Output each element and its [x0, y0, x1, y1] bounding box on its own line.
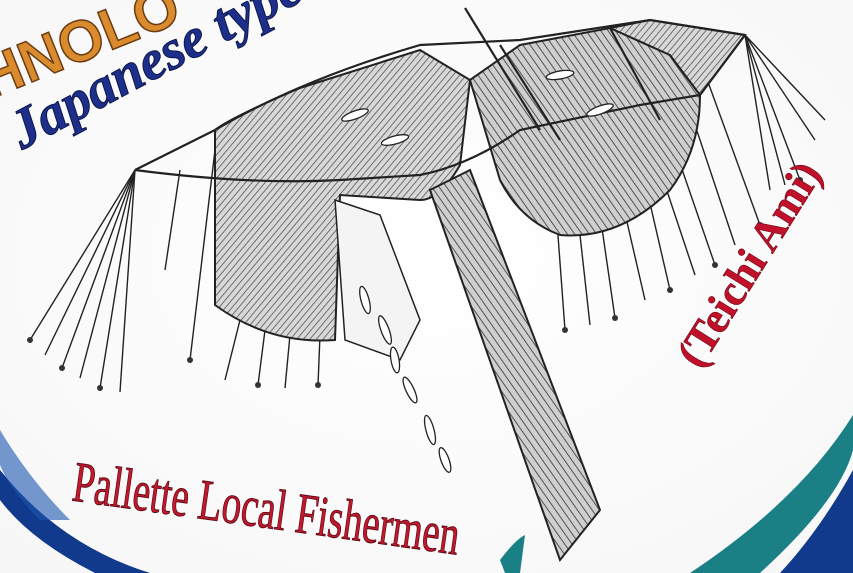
- poster-artwork: HNOLO Japanese type (Teichi Ami) Pallett…: [0, 0, 853, 573]
- poster-canvas: HNOLO Japanese type (Teichi Ami) Pallett…: [0, 0, 853, 573]
